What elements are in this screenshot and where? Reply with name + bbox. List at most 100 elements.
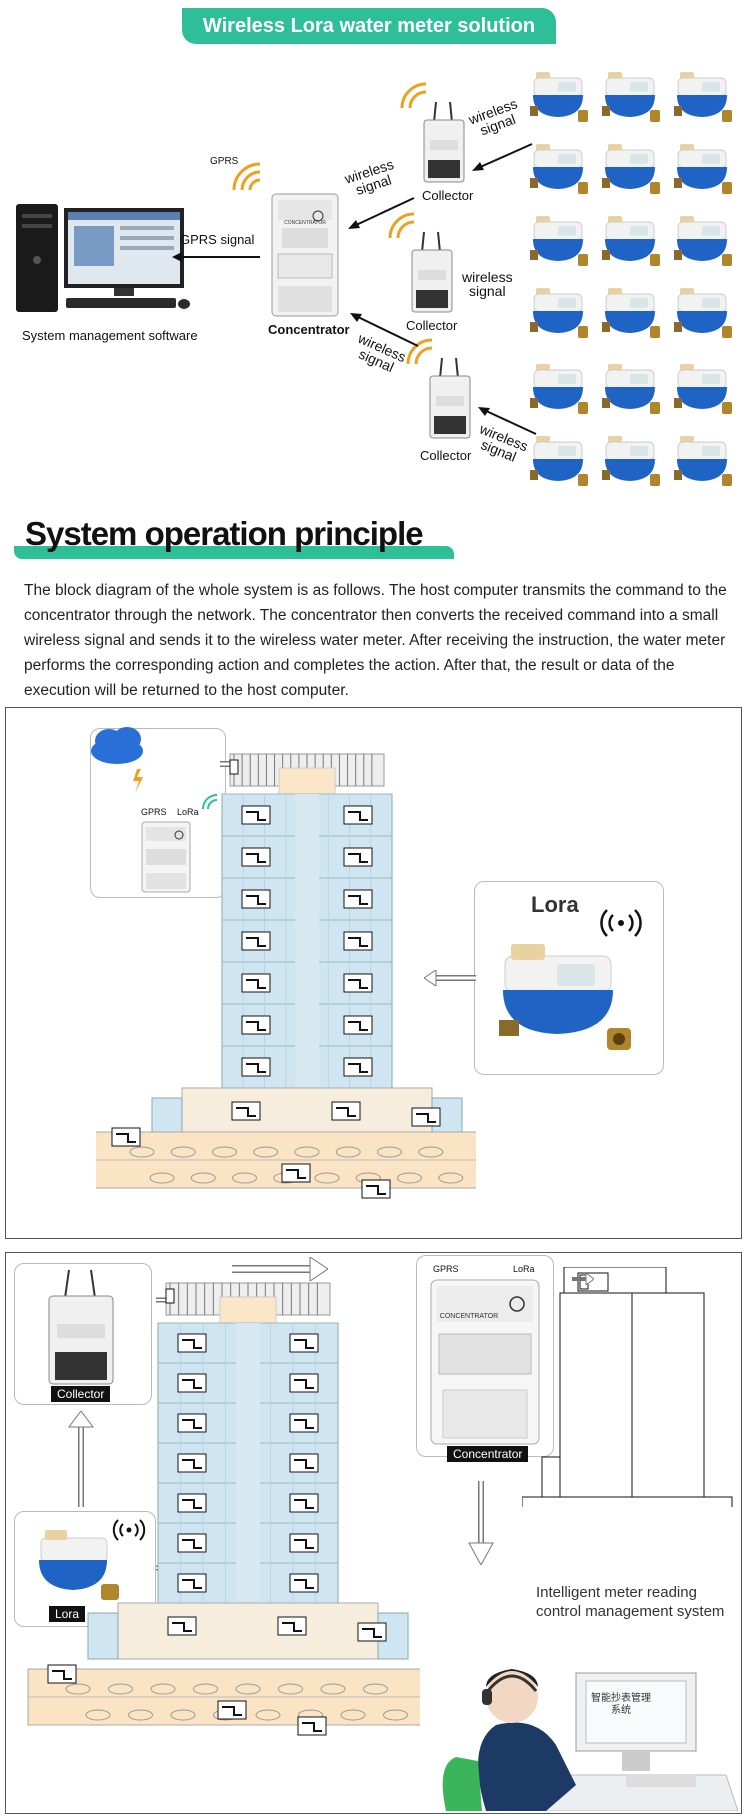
floor-meter-icon: [343, 889, 373, 909]
water-meter-icon: [602, 288, 660, 338]
side-block: [87, 1612, 119, 1660]
computer-icon: [16, 204, 190, 312]
floor-meter-icon: [241, 931, 271, 951]
floor-meter-icon: [361, 1179, 391, 1199]
water-meter-icon: [674, 288, 732, 338]
svg-text:CONCENTRATOR: CONCENTRATOR: [440, 1313, 498, 1320]
water-meter-icon: [530, 288, 588, 338]
wifi-signal-icon: [202, 794, 218, 810]
collector-device-icon: [429, 357, 471, 439]
car-icon: [232, 1172, 257, 1184]
floor-meter-icon: [289, 1373, 319, 1393]
car-icon: [397, 1172, 422, 1184]
water-meter-icon: [530, 364, 588, 414]
stairwell: [295, 794, 319, 1088]
water-meter-icon: [674, 72, 732, 122]
svg-text:CONCENTRATOR: CONCENTRATOR: [284, 220, 326, 226]
section-title-underline: [14, 546, 454, 559]
top-diagram: System management software GPRS signal G…: [0, 60, 750, 530]
management-system-label: Intelligent meter reading control manage…: [536, 1584, 725, 1620]
gprs-label: GPRS: [210, 156, 239, 167]
car-icon: [85, 1709, 111, 1721]
car-icon: [320, 1683, 346, 1695]
water-meter-icon: [602, 364, 660, 414]
water-meter-icon: [499, 944, 631, 1050]
floor-meter-icon: [241, 973, 271, 993]
roof-box: [278, 767, 336, 795]
description-paragraph: The block diagram of the whole system is…: [24, 582, 727, 699]
lora-title: Lora: [531, 892, 579, 917]
car-icon: [340, 1709, 366, 1721]
water-meter-icon: [39, 1530, 119, 1600]
water-meter-grid: [530, 70, 745, 530]
gprs-small-label: GPRS: [141, 807, 167, 817]
podium: [117, 1602, 379, 1660]
building-illustration: [96, 753, 476, 1199]
floor-meter-icon: [289, 1533, 319, 1553]
arrow-left-icon: [424, 970, 476, 986]
lora-small-label: LoRa: [177, 807, 199, 817]
arrow-right-icon: [232, 1257, 328, 1281]
concentrator-marker: [165, 1288, 175, 1304]
water-meter-icon: [530, 216, 588, 266]
water-meter-icon: [602, 72, 660, 122]
concentrator-device-icon: CONCENTRATOR: [271, 193, 339, 317]
floor-meter-icon: [343, 1015, 373, 1035]
floor-meter-icon: [241, 1057, 271, 1077]
floor-meter-icon: [343, 847, 373, 867]
concentrator-label: Concentrator: [268, 322, 350, 337]
wifi-signal-icon: [400, 82, 427, 109]
water-meter-icon: [602, 144, 660, 194]
floor-meter-icon: [241, 805, 271, 825]
car-icon: [377, 1146, 402, 1158]
concentrator-device-icon: CONCENTRATOR: [430, 1279, 540, 1445]
car-icon: [383, 1709, 408, 1721]
lightning-icon: [133, 769, 143, 793]
floor-meter-icon: [177, 1493, 207, 1513]
system-diagram-panel-1: GPRS LoRa Lora: [5, 707, 742, 1239]
floor-meter-icon: [289, 1573, 319, 1593]
water-meter-icon: [530, 144, 588, 194]
wireless-icon: [112, 1519, 146, 1541]
car-icon: [150, 1683, 176, 1695]
collector-label: Collector: [420, 448, 472, 463]
floor-meter-icon: [281, 1163, 311, 1183]
floor-meter-icon: [289, 1333, 319, 1353]
collector-label: Collector: [422, 188, 474, 203]
collector-device-icon: [411, 231, 453, 313]
floor-meter-icon: [411, 1107, 441, 1127]
floor-meter-icon: [241, 889, 271, 909]
water-meter-icon: [530, 72, 588, 122]
floor-meter-icon: [231, 1101, 261, 1121]
floor-meter-icon: [343, 931, 373, 951]
floor-meter-icon: [177, 1413, 207, 1433]
collector-tag: Collector: [51, 1386, 111, 1402]
system-diagram-panel-2: Collector Lora: [5, 1252, 742, 1814]
floor-meter-icon: [177, 1373, 207, 1393]
floor-meter-icon: [289, 1413, 319, 1433]
car-icon: [438, 1172, 464, 1184]
floor-meter-icon: [177, 1573, 207, 1593]
car-icon: [335, 1146, 361, 1158]
section-title: System operation principle: [25, 515, 424, 552]
water-meter-icon: [674, 364, 732, 414]
floor-meter-icon: [343, 973, 373, 993]
car-icon: [170, 1709, 196, 1721]
car-icon: [170, 1146, 196, 1158]
car-icon: [363, 1683, 388, 1695]
floor-meter-icon: [167, 1616, 197, 1636]
floor-meter-icon: [297, 1716, 327, 1736]
floor-meter-icon: [357, 1622, 387, 1642]
banner-title: Wireless Lora water meter solution: [182, 8, 556, 44]
car-icon: [314, 1172, 340, 1184]
car-icon: [278, 1683, 303, 1695]
car-icon: [128, 1709, 153, 1721]
floor-meter-icon: [111, 1127, 141, 1147]
water-meter-icon: [602, 436, 660, 486]
lora-small-label: LoRa: [513, 1264, 535, 1274]
cloud-icon: [91, 727, 143, 764]
arrow-icon: [478, 407, 537, 435]
